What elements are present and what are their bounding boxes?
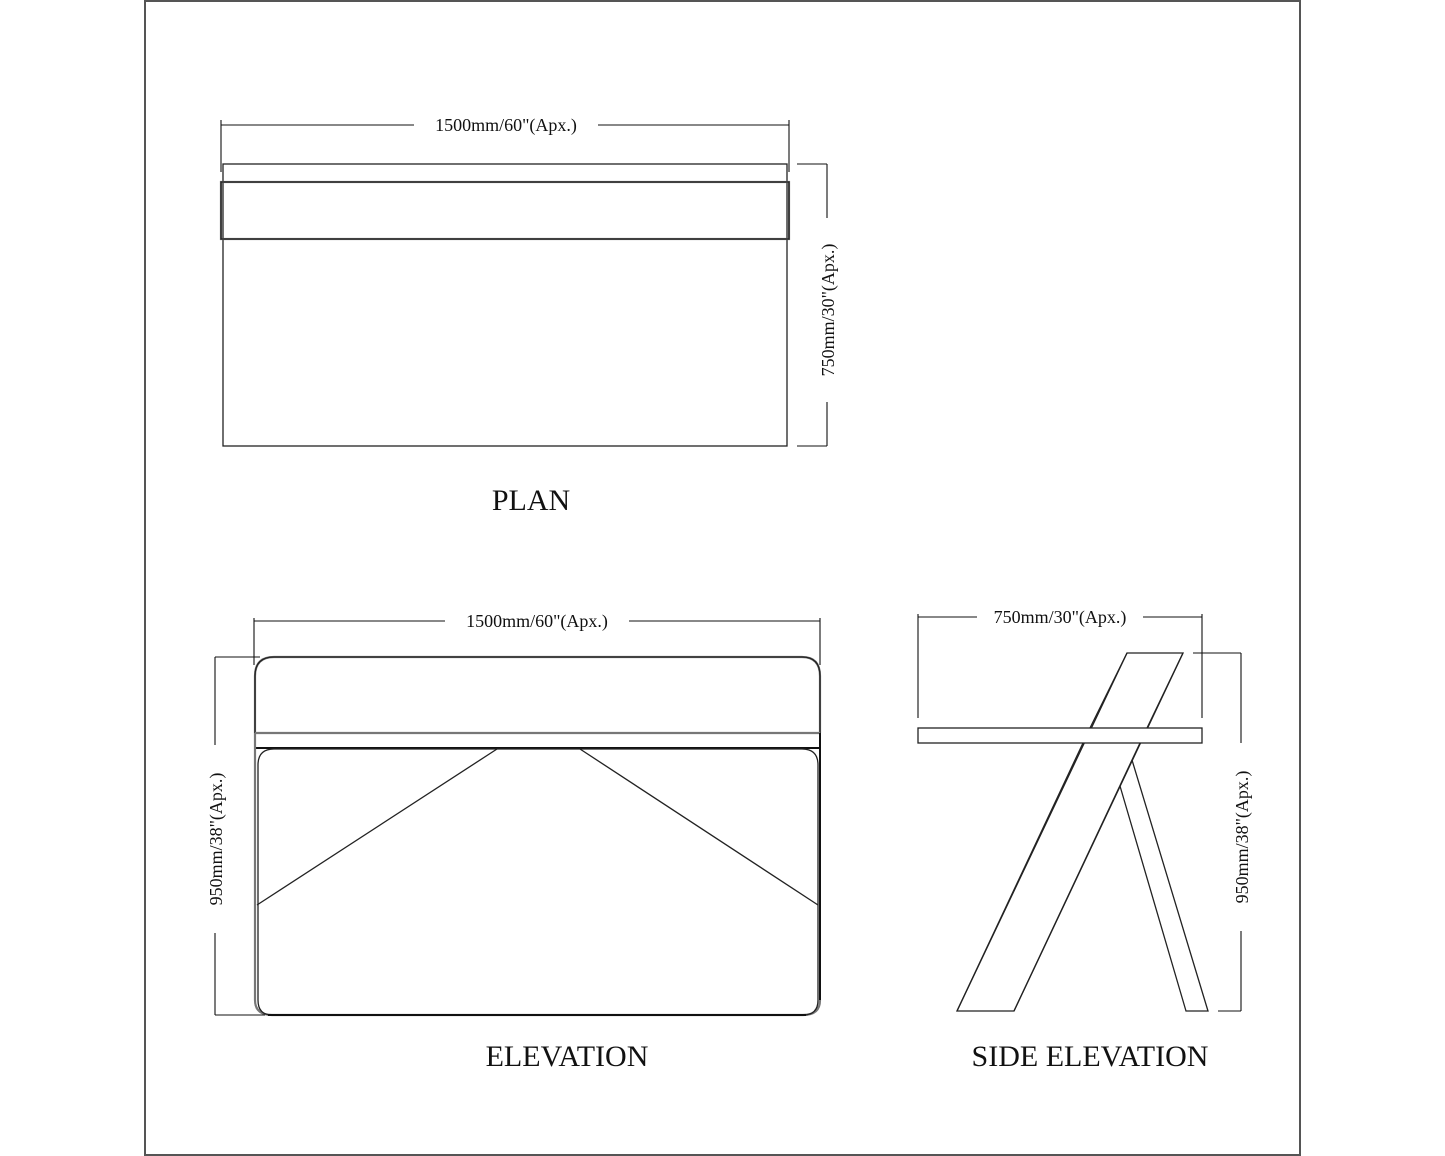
side-depth-dimension: 750mm/30"(Apx.)	[917, 605, 1203, 718]
plan-width-dimension: 1500mm/60"(Apx.)	[220, 113, 790, 172]
side-height-dimension: 950mm/38"(Apx.)	[1193, 652, 1253, 1012]
elevation-height-dimension: 950mm/38"(Apx.)	[203, 656, 265, 1016]
plan-title: PLAN	[492, 484, 570, 517]
elevation-title: ELEVATION	[486, 1040, 649, 1073]
plan-view: 1500mm/60"(Apx.) 750mm/30"(Apx.) PLAN	[219, 113, 839, 517]
side-depth-label: 750mm/30"(Apx.)	[994, 607, 1127, 628]
side-tabletop-slab	[917, 727, 1203, 744]
elevation-top-panel	[254, 656, 821, 733]
side-back-leg	[1119, 759, 1209, 1012]
side-elevation-title: SIDE ELEVATION	[972, 1040, 1209, 1073]
plan-shelf-band	[219, 180, 791, 241]
plan-table-outline	[222, 163, 788, 447]
plan-width-label: 1500mm/60"(Apx.)	[435, 115, 577, 136]
side-main-leg	[955, 652, 1185, 1012]
side-height-label: 950mm/38"(Apx.)	[1232, 771, 1253, 904]
plan-depth-label: 750mm/30"(Apx.)	[818, 244, 839, 377]
plan-depth-dimension: 750mm/30"(Apx.)	[797, 163, 839, 447]
elevation-height-label: 950mm/38"(Apx.)	[206, 773, 227, 906]
elevation-width-dimension: 1500mm/60"(Apx.)	[253, 609, 821, 665]
elevation-base-panel	[257, 748, 819, 1016]
side-elevation-view: 750mm/30"(Apx.) 950mm/38"(Apx.) SIDE ELE…	[917, 605, 1253, 1073]
elevation-view: 1500mm/60"(Apx.) 950mm/38"(Apx.) ELEVATI…	[203, 609, 822, 1073]
elevation-width-label: 1500mm/60"(Apx.)	[466, 611, 608, 632]
sheet-border	[144, 0, 1301, 1156]
elevation-right-diagonal	[579, 748, 819, 906]
elevation-left-diagonal	[256, 748, 498, 906]
